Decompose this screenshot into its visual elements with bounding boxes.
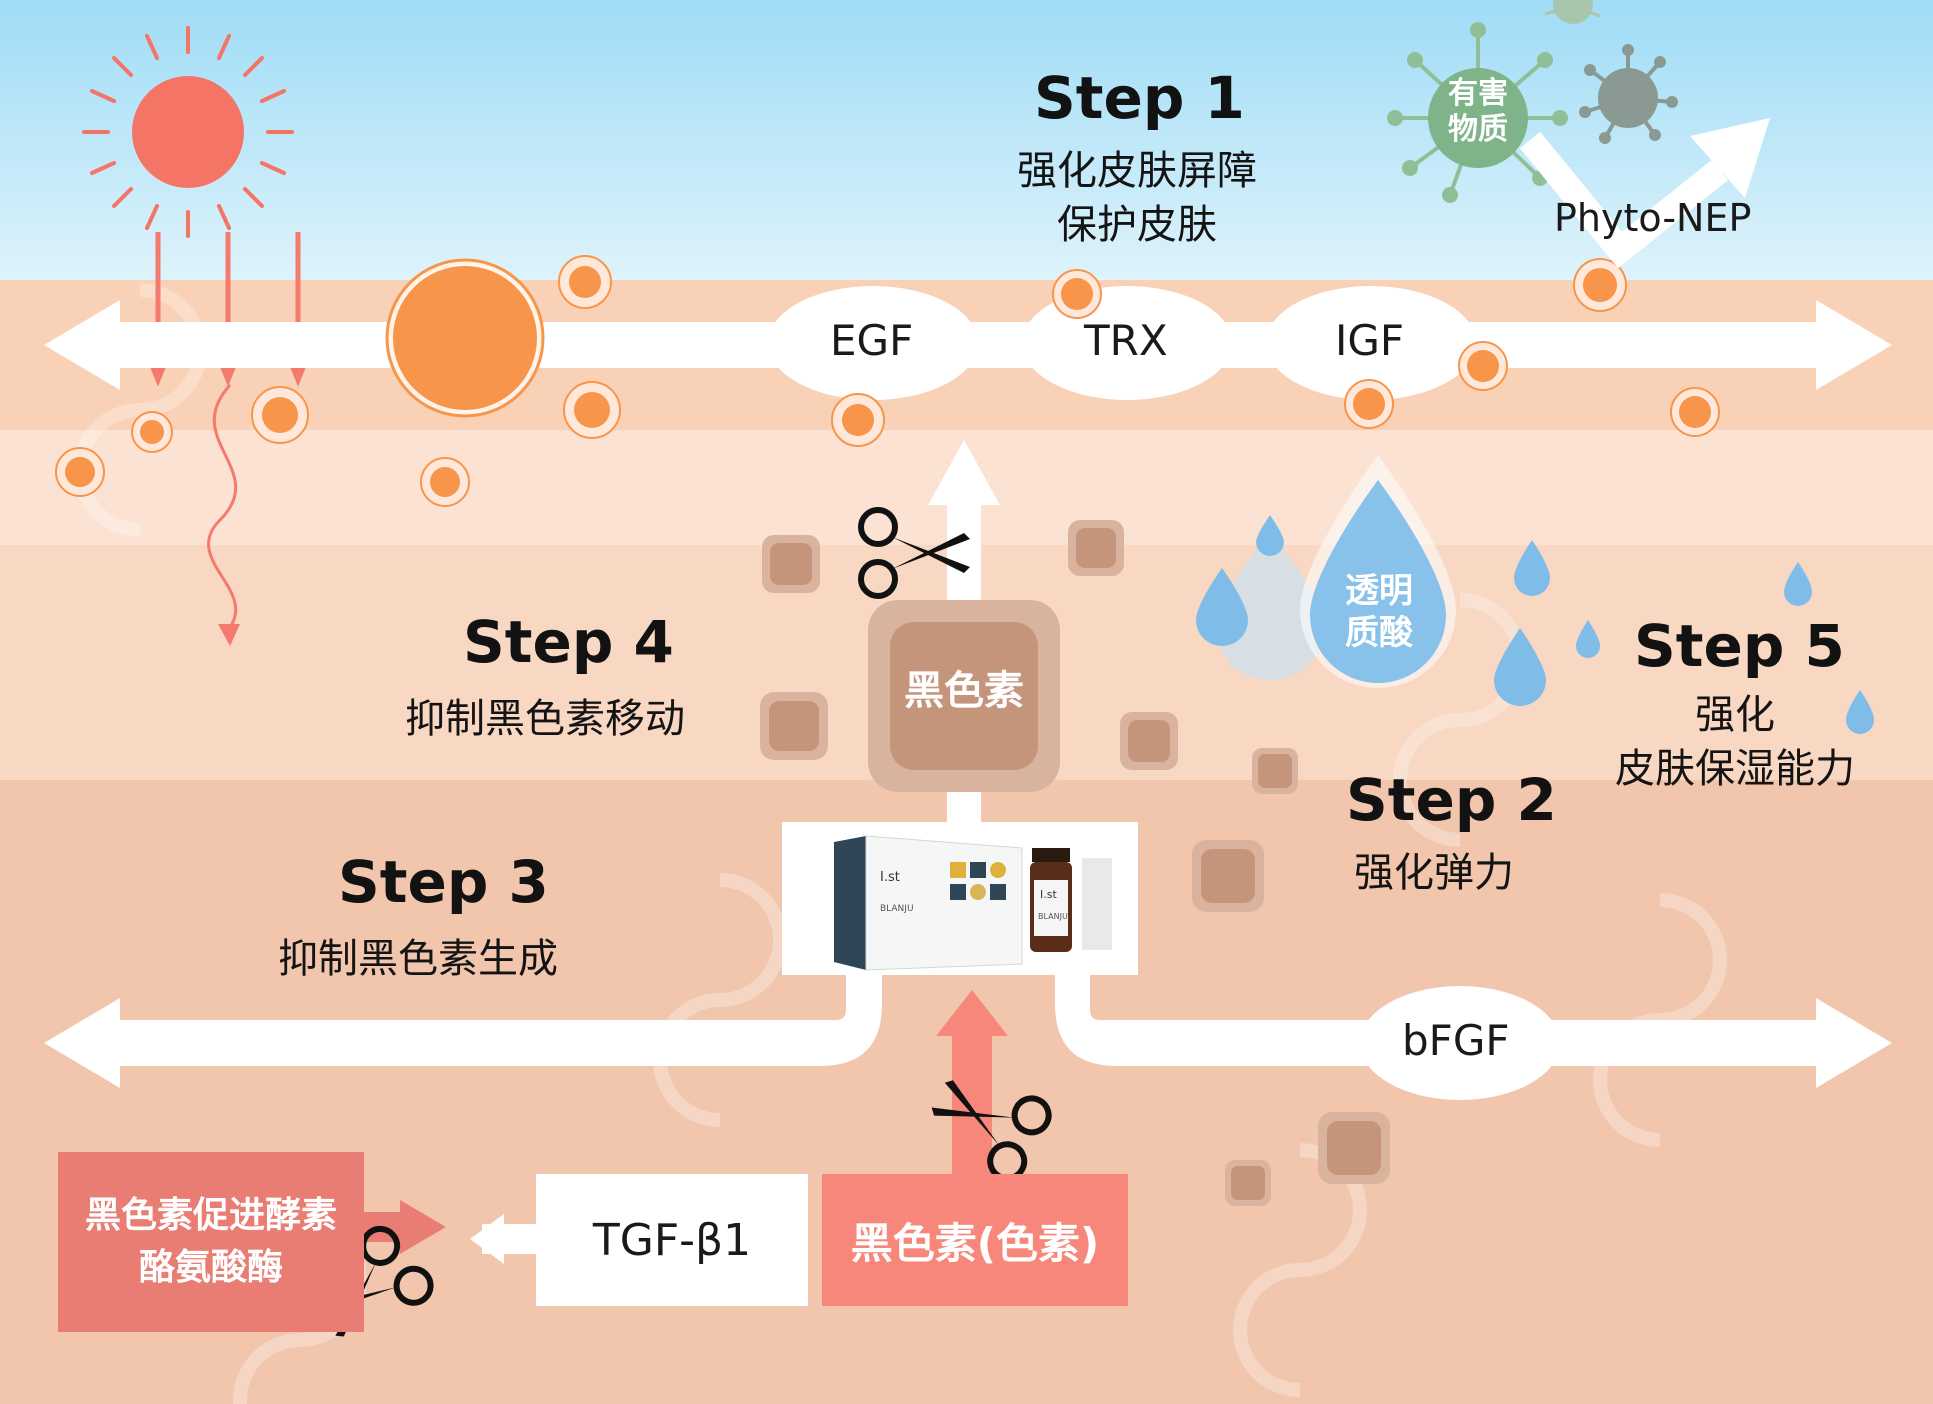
- product-image: I.st BLANJU I.st BLANJU: [782, 822, 1138, 975]
- tgf-b1-box: TGF-β1: [536, 1174, 808, 1306]
- water-drops: [1196, 455, 1874, 734]
- enzyme-line1: 黑色素促进酵素: [84, 1195, 337, 1236]
- step1-line1: 强化皮肤屏障: [1017, 148, 1257, 194]
- product-bottle-brand: I.st: [1040, 888, 1057, 901]
- step5-line1: 强化: [1695, 692, 1775, 738]
- product-illustration: [834, 835, 1112, 971]
- melanin-granules: [760, 520, 1390, 1206]
- step2-caption: 强化弹力: [1354, 850, 1514, 896]
- sun-icon: [82, 26, 294, 238]
- step1-line2: 保护皮肤: [1057, 202, 1217, 248]
- product-box-brand: I.st: [880, 870, 900, 885]
- step1-title: Step 1: [1034, 64, 1245, 132]
- skin-cells: [55, 255, 1720, 507]
- melanin-pigment-label: 黑色素(色素): [850, 1218, 1100, 1268]
- product-bottle-name: BLANJU: [1038, 912, 1068, 921]
- virus-line2: 物质: [1448, 112, 1508, 147]
- bfgf-oval: [1360, 986, 1560, 1100]
- virus-label: 有害 物质: [1440, 76, 1516, 148]
- phyto-nep-deflect-arrow: [1519, 118, 1770, 269]
- tyrosinase-box: 黑色素促进酵素 酪氨酸酶: [58, 1152, 364, 1332]
- egf-label: EGF: [830, 316, 914, 365]
- large-cell: [385, 258, 545, 418]
- water-drop-line1: 透明: [1345, 571, 1413, 611]
- melanin-pigment-box: 黑色素(色素): [822, 1174, 1128, 1306]
- step5-title: Step 5: [1634, 612, 1845, 680]
- egf-oval: [768, 286, 978, 400]
- step4-title: Step 4: [463, 608, 674, 676]
- step5-line2: 皮肤保湿能力: [1615, 746, 1855, 792]
- inhibition-arrows: [470, 1214, 538, 1264]
- step1-caption: 强化皮肤屏障 保护皮肤: [982, 144, 1292, 252]
- step3-title: Step 3: [338, 848, 549, 916]
- melanin-label: 黑色素: [904, 668, 1024, 714]
- bfgf-label: bFGF: [1402, 1016, 1510, 1065]
- step2-title: Step 2: [1346, 766, 1557, 834]
- step5-caption: 强化 皮肤保湿能力: [1590, 688, 1880, 796]
- melanin-synthesis-arrow: [936, 990, 1008, 1180]
- melanosome-box: [868, 600, 1060, 792]
- hyaluronic-acid-label: 透明 质酸: [1334, 570, 1424, 654]
- igf-oval: [1266, 286, 1476, 400]
- phyto-nep-label: Phyto-NEP: [1554, 196, 1752, 240]
- enzyme-line2: 酪氨酸酶: [138, 1247, 283, 1288]
- tgf-b1-label: TGF-β1: [592, 1214, 752, 1266]
- water-drop-line2: 质酸: [1345, 613, 1413, 653]
- product-box-name: BLANJU: [880, 904, 914, 914]
- step3-caption: 抑制黑色素生成: [278, 936, 558, 982]
- virus-line1: 有害: [1448, 76, 1508, 111]
- igf-label: IGF: [1335, 316, 1405, 365]
- step4-caption: 抑制黑色素移动: [405, 696, 685, 742]
- harmful-substance-virus-icon: [1387, 0, 1678, 203]
- trx-label: TRX: [1084, 316, 1168, 365]
- elasticity-arrow: [44, 972, 1892, 1088]
